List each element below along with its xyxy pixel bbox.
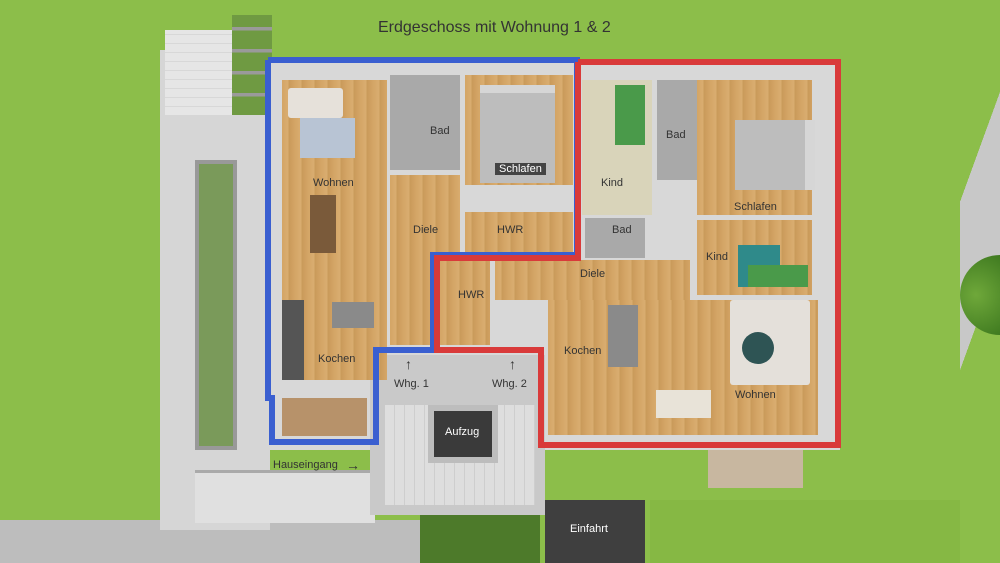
w2-terrace [708, 450, 803, 488]
room-label-w2-schlafen: Schlafen [734, 201, 777, 213]
room-label-w1-hwr: HWR [497, 224, 524, 236]
einfahrt-label: Einfahrt [570, 523, 608, 535]
w2-kind-top-bed [615, 85, 645, 145]
einfahrt-area [545, 500, 645, 563]
hauseingang-label: Hauseingang [273, 459, 338, 471]
planter-left [195, 160, 237, 450]
room-label-w1-kochen: Kochen [318, 353, 356, 365]
entrance-arrow-whg2: ↑ [509, 356, 516, 372]
entrance-arrow-whg1: ↑ [405, 356, 412, 372]
room-label-w2-kochen: Kochen [564, 345, 602, 357]
room-label-w1-wohnen: Wohnen [313, 177, 354, 189]
w1-dining-table [310, 195, 336, 253]
room-label-w1-schlafen: Schlafen [495, 163, 546, 175]
entrance-label-whg1: Whg. 1 [394, 378, 429, 390]
w2-kitchen-island [608, 305, 638, 367]
w2-tv-rug [742, 332, 774, 364]
room-label-w2-bad-small: Bad [612, 224, 632, 236]
room-label-w1-diele: Diele [413, 224, 439, 236]
room-label-w2-wohnen: Wohnen [735, 389, 776, 401]
entrance-label-whg2: Whg. 2 [492, 378, 527, 390]
w2-diele-floor [495, 260, 690, 300]
stairs-top-left [165, 30, 235, 115]
elevator-shaft [428, 405, 498, 463]
plan-title: Erdgeschoss mit Wohnung 1 & 2 [378, 19, 611, 36]
room-label-w2-kind-top: Kind [601, 177, 624, 189]
w1-hwr-floor [465, 212, 573, 254]
w2-bed [735, 120, 815, 190]
w1-bad-floor [390, 75, 460, 170]
w1-rug [300, 118, 355, 158]
room-label-w1-bad: Bad [430, 125, 450, 137]
hauseingang-arrow: → [346, 457, 360, 473]
w2-bad-small-floor [585, 218, 645, 258]
room-label-w2-kind-mid: Kind [706, 251, 729, 263]
room-label-w2-hwr: HWR [458, 289, 485, 301]
wohnung2-border [434, 59, 841, 448]
w1-terrace [282, 398, 367, 436]
w2-dining-table [656, 390, 711, 418]
w2-hwr-floor [440, 260, 490, 345]
room-label-w2-diele: Diele [580, 268, 606, 280]
w1-sofa [288, 88, 343, 118]
w1-kitchen-counter [282, 300, 304, 380]
ramp-strip [195, 470, 375, 523]
w2-kind-mid-bed [748, 265, 808, 287]
hedge-bottom [420, 515, 540, 563]
room-label-w2-bad: Bad [666, 129, 686, 141]
aufzug-label: Aufzug [445, 426, 480, 438]
garden-strip-bottom [650, 500, 960, 563]
w1-kitchen-island [332, 302, 374, 328]
